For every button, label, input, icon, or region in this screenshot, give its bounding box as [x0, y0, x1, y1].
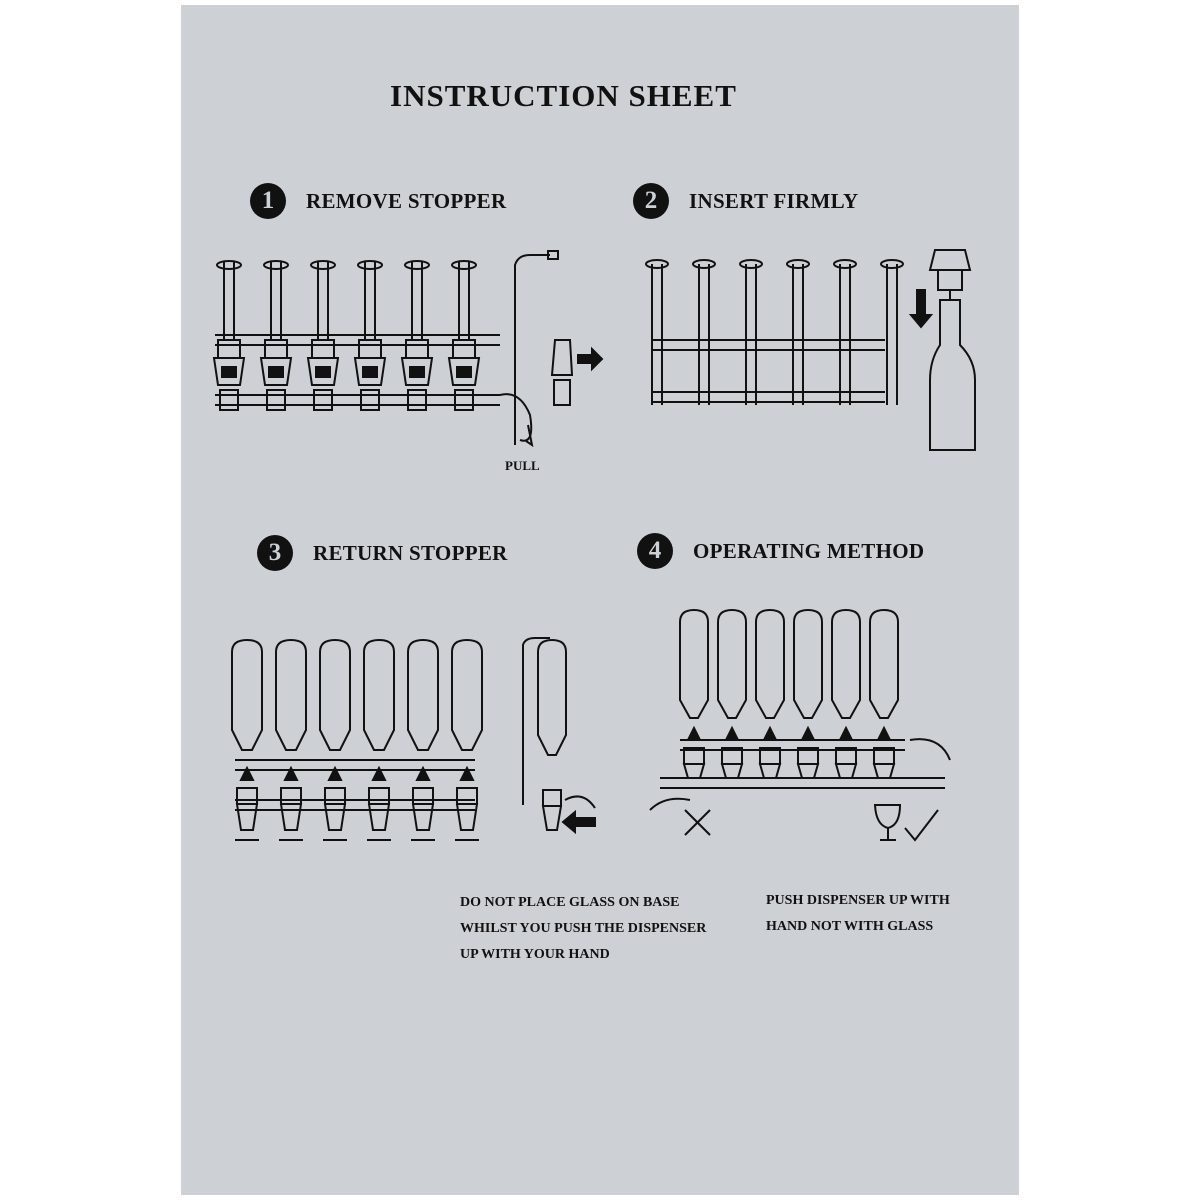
step-1-heading: 1 REMOVE STOPPER	[250, 183, 506, 219]
step-4-label: OPERATING METHOD	[693, 538, 925, 563]
step-3-heading: 3 RETURN STOPPER	[257, 535, 508, 571]
note-do-not-place-glass: DO NOT PLACE GLASS ON BASE WHILST YOU PU…	[460, 890, 706, 968]
step-1-number: 1	[250, 183, 286, 219]
figure-operating-method	[649, 608, 951, 842]
note-line: DO NOT PLACE GLASS ON BASE	[460, 895, 680, 910]
note-line: PUSH DISPENSER UP WITH	[766, 893, 950, 908]
note-line: WHILST YOU PUSH THE DISPENSER	[460, 921, 707, 936]
step-3-label: RETURN STOPPER	[313, 540, 508, 565]
step-1-label: REMOVE STOPPER	[306, 188, 507, 213]
pull-label: PULL	[505, 458, 540, 473]
instruction-sheet	[181, 5, 1019, 1195]
step-3-number: 3	[257, 535, 293, 571]
figure-insert-firmly	[645, 249, 976, 451]
step-4-heading: 4 OPERATING METHOD	[637, 533, 924, 569]
step-2-label: INSERT FIRMLY	[689, 188, 859, 213]
step-2-number: 2	[633, 183, 669, 219]
note-push-with-hand: PUSH DISPENSER UP WITH HAND NOT WITH GLA…	[766, 888, 950, 940]
figure-remove-stopper	[212, 250, 604, 448]
sheet-title: INSTRUCTION SHEET	[390, 78, 737, 113]
figure-return-stopper	[231, 637, 596, 841]
step-2-heading: 2 INSERT FIRMLY	[633, 183, 858, 219]
step-4-number: 4	[637, 533, 673, 569]
note-line: UP WITH YOUR HAND	[460, 947, 610, 962]
note-line: HAND NOT WITH GLASS	[766, 919, 934, 934]
